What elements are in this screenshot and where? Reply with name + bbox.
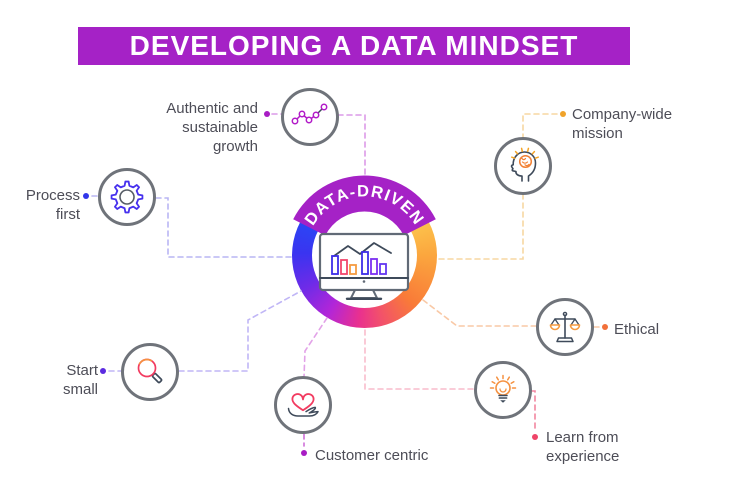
connector-ethical-ring: [422, 299, 537, 327]
page-title: DEVELOPING A DATA MINDSET: [129, 30, 579, 61]
title-banner: DEVELOPING A DATA MINDSET: [78, 27, 630, 65]
node-label-learn: Learn from experience: [546, 429, 620, 465]
node-circle-learn: [474, 361, 532, 419]
connector-learn-ring: [364, 329, 475, 390]
bullet-learn: [532, 434, 538, 440]
connector-process-ring: [155, 197, 294, 258]
node-label-mission: Company-wide mission: [572, 106, 673, 142]
node-label-customer: Customer centric: [315, 447, 429, 464]
connector-growth-ring: [337, 114, 366, 175]
connector-learn-bullet: [530, 390, 536, 432]
connector-mission-bullet: [522, 113, 558, 140]
line-chart-icon: [291, 103, 328, 125]
bullet-process: [83, 193, 89, 199]
node-label-ethical: Ethical: [614, 321, 660, 338]
connectors: [91, 113, 601, 447]
data-driven-badge: DATA-DRIVEN: [293, 175, 436, 236]
badge-arc: [293, 175, 436, 236]
node-label-process: Process first: [25, 187, 80, 223]
bullet-start: [100, 368, 106, 374]
bullet-customer: [301, 450, 307, 456]
node-circle-customer: [274, 376, 332, 434]
magnifier-icon: [137, 358, 163, 384]
lightbulb-icon: [489, 374, 517, 403]
monitor-chart-icon: [318, 232, 410, 300]
node-circle-process: [98, 168, 156, 226]
bullet-mission: [560, 111, 566, 117]
connector-mission-ring: [437, 193, 524, 260]
node-label-growth: Authentic and sustainable growth: [166, 100, 258, 155]
node-label-start: Start small: [62, 362, 98, 398]
bullet-growth: [264, 111, 270, 117]
connector-customer-ring: [303, 317, 328, 378]
heart-hand-icon: [287, 393, 319, 417]
bullets: [83, 111, 608, 456]
bullet-ethical: [602, 324, 608, 330]
connector-start-ring: [178, 290, 302, 372]
scales-icon: [549, 311, 581, 343]
head-brain-icon: [510, 147, 539, 182]
gear-icon: [110, 180, 144, 214]
